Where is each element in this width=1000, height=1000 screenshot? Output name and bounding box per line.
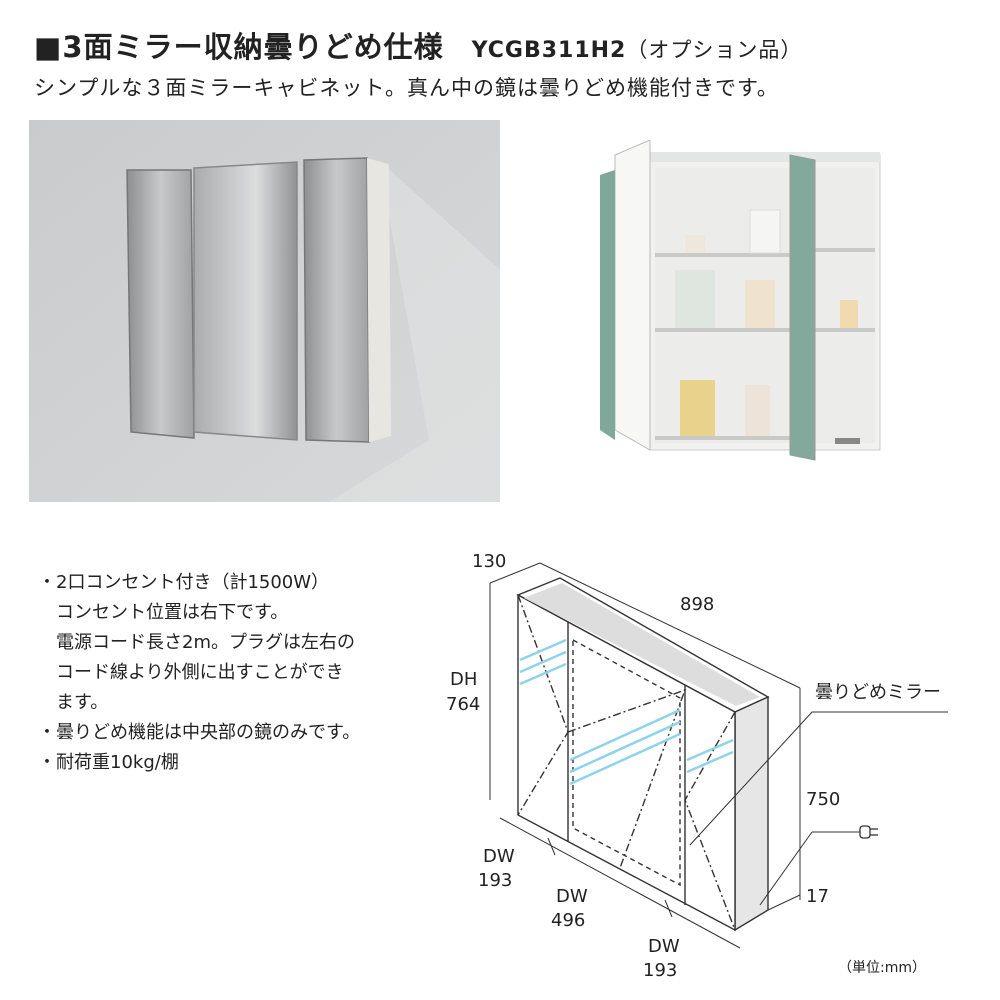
option-label: （オプション品）: [626, 38, 803, 62]
page-title: ■3面ミラー収納曇りどめ仕様 YCGB311H2（オプション品）: [34, 24, 802, 66]
plug-icon: [859, 825, 878, 839]
note-load: ・耐荷重10kg/棚: [38, 752, 179, 773]
dh-label: DH: [450, 669, 477, 690]
note-cord-length: 電源コード長さ2m。プラグは左右の: [56, 632, 355, 653]
note-cord-routing-end: ます。: [56, 692, 109, 713]
dw-left-label: DW: [483, 846, 515, 867]
model-number: YCGB311H2: [471, 38, 627, 63]
dw-center-label: DW: [556, 886, 588, 907]
subtitle: シンプルな３面ミラーキャビネット。真ん中の鏡は曇りどめ機能付きです。: [34, 76, 779, 100]
dw-right-value: 193: [643, 960, 677, 981]
antifog-mirror-label: 曇りどめミラー: [815, 682, 941, 703]
dh-value: 764: [446, 694, 480, 715]
dw-right-label: DW: [648, 936, 680, 957]
note-outlet: ・2口コンセント付き（計1500W）: [38, 572, 330, 593]
note-cord-routing: コード線より外側に出すことができ: [56, 662, 344, 683]
bottom-dimension: 17: [806, 886, 829, 907]
note-antifog: ・曇りどめ機能は中央部の鏡のみです。: [38, 722, 361, 743]
dw-left-value: 193: [478, 870, 512, 891]
width-dimension: 898: [680, 594, 714, 615]
depth-dimension: 130: [472, 551, 506, 572]
dimension-diagram: 130 898 DH 764 750 17 DW 193 DW 496 DW 1…: [446, 551, 948, 981]
title-text: ■3面ミラー収納曇りどめ仕様: [34, 30, 444, 64]
open-cabinet-photo: [600, 140, 881, 461]
unit-label: （単位:mm）: [838, 960, 926, 976]
note-outlet-position: コンセント位置は右下です。: [56, 602, 289, 623]
dw-center-value: 496: [551, 910, 585, 931]
height-dimension: 750: [806, 789, 840, 810]
closed-mirror-photo: [29, 120, 500, 502]
feature-notes: ・2口コンセント付き（計1500W） コンセント位置は右下です。 電源コード長さ…: [38, 568, 360, 778]
